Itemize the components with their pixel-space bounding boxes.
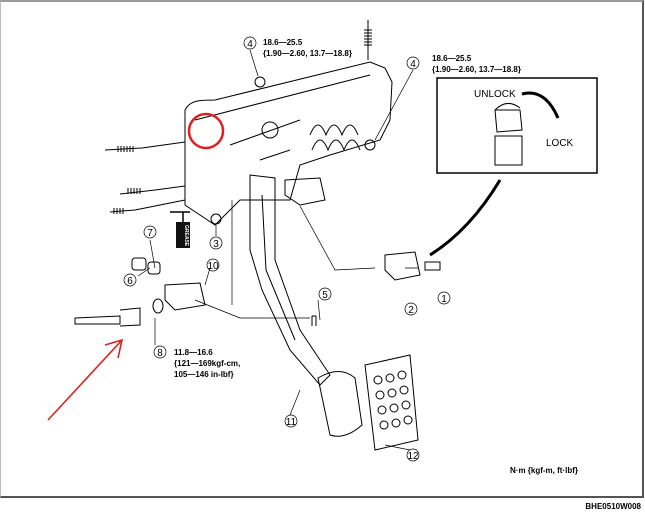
pedal-pad [317, 371, 363, 437]
figure-code: BHE0510W008 [585, 502, 641, 511]
grease-label: GREASE [183, 225, 189, 247]
units-note: N·m {kgf-m, ft·lbf} [510, 466, 578, 475]
clip [311, 315, 317, 326]
collar [147, 261, 161, 275]
inset-box [436, 77, 598, 174]
pedal-arm [249, 174, 331, 386]
callout-7: 7 [147, 228, 153, 239]
stud-bolt [104, 141, 186, 152]
nut [210, 213, 222, 225]
stoplight-switch [384, 251, 421, 281]
nut [254, 76, 266, 88]
diagram-frame [0, 0, 644, 498]
callout-12: 12 [407, 451, 419, 462]
stud-bolt [364, 20, 372, 60]
inset-lock-label: LOCK [546, 138, 574, 149]
torque-bolt-line1: 11.8—16.6 [174, 348, 213, 357]
callout-11: 11 [286, 417, 297, 428]
nut [364, 139, 376, 151]
torque-upper-line1: 18.6—25.5 [263, 38, 303, 47]
torque-bolt-line3: 105—146 in-lbf} [174, 370, 234, 379]
return-spring [309, 124, 361, 152]
pad-cover-bumps [373, 370, 413, 430]
callout-1: 1 [441, 294, 447, 305]
callout-4: 4 [410, 59, 416, 70]
torque-bolt-line2: {121—169kgf-cm, [174, 359, 240, 368]
washer-nut [152, 298, 164, 314]
connector [424, 261, 441, 271]
highlight-circle [187, 112, 225, 150]
callout-2: 2 [408, 305, 414, 316]
bushing [131, 257, 147, 271]
pedal-bracket [184, 61, 393, 226]
callout-6: 6 [127, 276, 133, 287]
inset-unlock-label: UNLOCK [474, 89, 516, 100]
callout-3: 3 [213, 239, 219, 250]
stud-bolt [109, 199, 186, 214]
callout-10: 10 [207, 261, 219, 272]
torque-right-line2: {1.90—2.60, 13.7—18.8} [432, 65, 521, 74]
grease-tube [176, 222, 190, 248]
clevis [164, 282, 206, 311]
bolt [74, 307, 141, 327]
highlight-arrow [47, 338, 124, 421]
callout-8: 8 [157, 348, 163, 359]
callout-5: 5 [322, 290, 328, 301]
torque-right-line1: 18.6—25.5 [432, 54, 472, 63]
pedal-pad-cover [364, 354, 419, 451]
stud-bolt [119, 185, 186, 195]
callout-4: 4 [247, 39, 253, 50]
torque-upper-line2: {1.90—2.60, 13.7—18.8} [263, 49, 352, 58]
